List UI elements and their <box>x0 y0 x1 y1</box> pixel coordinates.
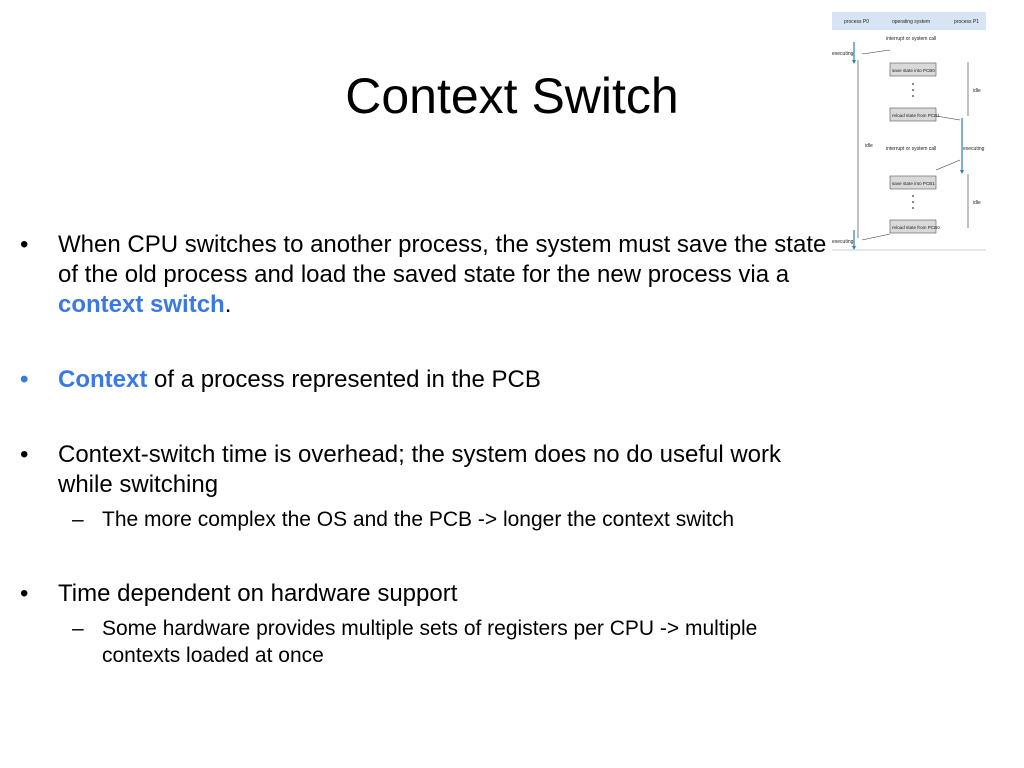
box-reload-pcb1 <box>889 107 937 122</box>
sub-bullet-marker: – <box>72 617 84 640</box>
bullet-highlight: context switch <box>58 291 225 318</box>
label-executing-1: executing <box>832 51 854 57</box>
label-interrupt-2: interrupt or system call <box>886 146 936 152</box>
bullet-highlight: Context <box>58 366 148 393</box>
bullet-marker: • <box>20 231 29 258</box>
bullet-item: • Context of a process represented in th… <box>20 365 835 395</box>
context-switch-diagram-svg: process P0 operating system process P1 i… <box>832 12 986 251</box>
bullet-text: of a process represented in the PCB <box>147 366 541 393</box>
bullet-item: • When CPU switches to another process, … <box>20 230 835 320</box>
label-executing-3: executing <box>832 239 854 245</box>
bullet-text-end: . <box>224 291 232 318</box>
box-save-pcb1 <box>889 175 937 190</box>
box-reload-pcb0-label: reload state from PCB0 <box>892 225 940 230</box>
sub-bullet-text: The more complex the OS and the PCB -> l… <box>102 508 735 531</box>
bullet-text: When CPU switches to another process, th… <box>58 231 827 288</box>
context-switch-diagram: process P0 operating system process P1 i… <box>832 10 986 258</box>
label-idle-left: idle <box>865 143 873 149</box>
bullet-list: • When CPU switches to another process, … <box>20 230 835 669</box>
executing-arrows <box>852 42 964 250</box>
header-operating-system: operating system <box>892 19 930 25</box>
header-process-p1: process P1 <box>954 19 979 25</box>
bullet-marker: • <box>20 366 29 393</box>
box-reload-pcb0 <box>889 219 937 234</box>
bullet-text: Time dependent on hardware support <box>58 580 458 607</box>
sub-bullet-item: – Some hardware provides multiple sets o… <box>20 615 835 669</box>
header-process-p0: process P0 <box>844 19 869 25</box>
slide-title: Context Switch <box>345 68 679 124</box>
label-interrupt-1: interrupt or system call <box>886 36 936 42</box>
bullet-marker: • <box>20 580 29 607</box>
sub-bullet-marker: – <box>72 508 84 531</box>
label-idle-right-1: idle <box>973 88 981 94</box>
box-save-pcb0 <box>889 62 937 77</box>
bullet-text: Context-switch time is overhead; the sys… <box>58 441 781 498</box>
box-save-pcb0-label: save state into PCB0 <box>892 68 935 73</box>
box-save-pcb1-label: save state into PCB1 <box>892 181 935 186</box>
bullet-item: • Context-switch time is overhead; the s… <box>20 440 835 500</box>
bullet-item: • Time dependent on hardware support <box>20 579 835 609</box>
sub-bullet-item: – The more complex the OS and the PCB ->… <box>20 506 835 533</box>
sub-bullet-text: Some hardware provides multiple sets of … <box>102 617 758 667</box>
ellipsis-dots <box>912 83 914 209</box>
diagram-header-band <box>832 12 986 30</box>
idle-lines <box>832 49 986 251</box>
bullet-marker: • <box>20 441 29 468</box>
box-reload-pcb1-label: reload state from PCB1 <box>892 113 940 118</box>
label-executing-2: executing <box>963 146 985 152</box>
label-idle-right-2: idle <box>973 200 981 206</box>
